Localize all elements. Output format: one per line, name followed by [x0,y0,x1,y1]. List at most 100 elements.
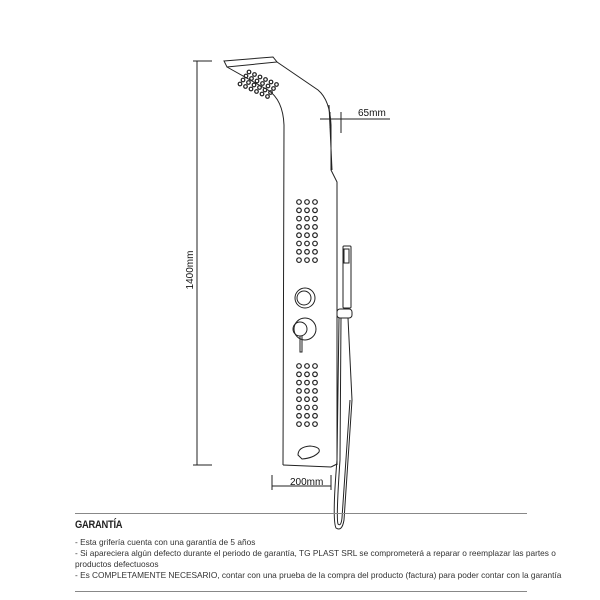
nozzle [263,77,268,82]
nozzle [304,404,310,411]
mixer-lever [299,336,303,353]
nozzle [296,240,302,247]
divider-top [75,513,527,514]
nozzle [237,81,243,87]
nozzle [312,257,318,264]
nozzle [246,69,252,75]
shower-hose-inner [336,317,351,526]
nozzle [312,379,318,386]
nozzle [312,388,318,394]
hand-shower [342,245,352,309]
nozzle [296,396,302,403]
width-label: 200mm [290,477,323,488]
nozzle [274,82,279,87]
nozzle [265,83,271,89]
nozzle [296,388,302,394]
nozzle [249,76,254,81]
nozzle [240,77,246,83]
divider-bottom [75,591,527,592]
height-label: 1400mm [185,251,196,290]
nozzle [296,215,302,222]
nozzle [296,363,302,369]
diverter-knob [294,287,316,309]
nozzle [296,248,302,255]
nozzle [296,257,302,264]
nozzle [312,371,318,378]
soap-dish [297,445,320,460]
warranty-line-4: - Es COMPLETAMENTE NECESARIO, contar con… [75,570,562,580]
nozzle [268,90,273,95]
nozzle [304,412,310,419]
hand-shower-holder [336,308,353,319]
nozzle [296,207,302,214]
nozzle [296,421,302,428]
nozzle [296,199,302,205]
panel-bottom-side [330,463,338,468]
nozzle [304,371,310,378]
nozzle [312,199,318,205]
nozzle [251,82,257,88]
nozzle [304,363,310,369]
nozzle [296,232,302,239]
nozzle [312,215,318,222]
warranty-title: GARANTÍA [75,519,123,531]
warranty-line-1: - Esta grifería cuenta con una garantía … [75,537,256,547]
nozzle [312,363,318,369]
hand-shower-head [343,248,350,264]
mixer-valve [293,317,317,341]
nozzle [296,223,302,230]
nozzle [312,421,318,428]
nozzle [296,412,302,419]
nozzle [304,223,310,230]
nozzle [312,207,318,214]
nozzle [304,240,310,247]
nozzle [304,215,310,222]
nozzle [304,207,310,214]
nozzle [312,396,318,403]
nozzle [248,86,254,92]
nozzle [312,404,318,411]
nozzle [312,412,318,419]
nozzle [304,248,310,255]
nozzle [304,199,310,205]
nozzle [304,388,310,394]
warranty-line-2: - Si apareciera algún defecto durante el… [75,548,556,558]
nozzle [254,89,259,94]
nozzle [304,232,310,239]
diverter-knob-inner [296,290,312,306]
nozzle [304,421,310,428]
nozzle [268,79,274,85]
panel-back-edge [276,61,338,465]
shower-hose [333,317,353,530]
nozzle [304,396,310,403]
nozzle [271,86,276,91]
nozzle [265,94,270,99]
panel-front-edge [226,66,285,466]
nozzle [257,74,263,80]
nozzle [296,404,302,411]
nozzle [260,81,265,86]
nozzle [296,379,302,386]
shower-head [223,56,278,68]
nozzle [262,87,268,93]
nozzle [312,248,318,255]
nozzle [304,257,310,264]
nozzle [296,371,302,378]
head-nozzles [237,69,279,99]
nozzle [252,72,257,77]
nozzle [243,84,248,89]
nozzle [243,73,249,79]
nozzle [257,85,262,90]
nozzle [246,80,251,85]
mixer-handle [292,321,308,337]
warranty-line-3: productos defectuosos [75,559,159,569]
nozzle [254,78,260,84]
nozzle [304,379,310,386]
nozzle [259,91,265,97]
nozzle [312,232,318,239]
body-jets [296,199,318,428]
nozzle [312,223,318,230]
panel-bottom [282,464,332,468]
